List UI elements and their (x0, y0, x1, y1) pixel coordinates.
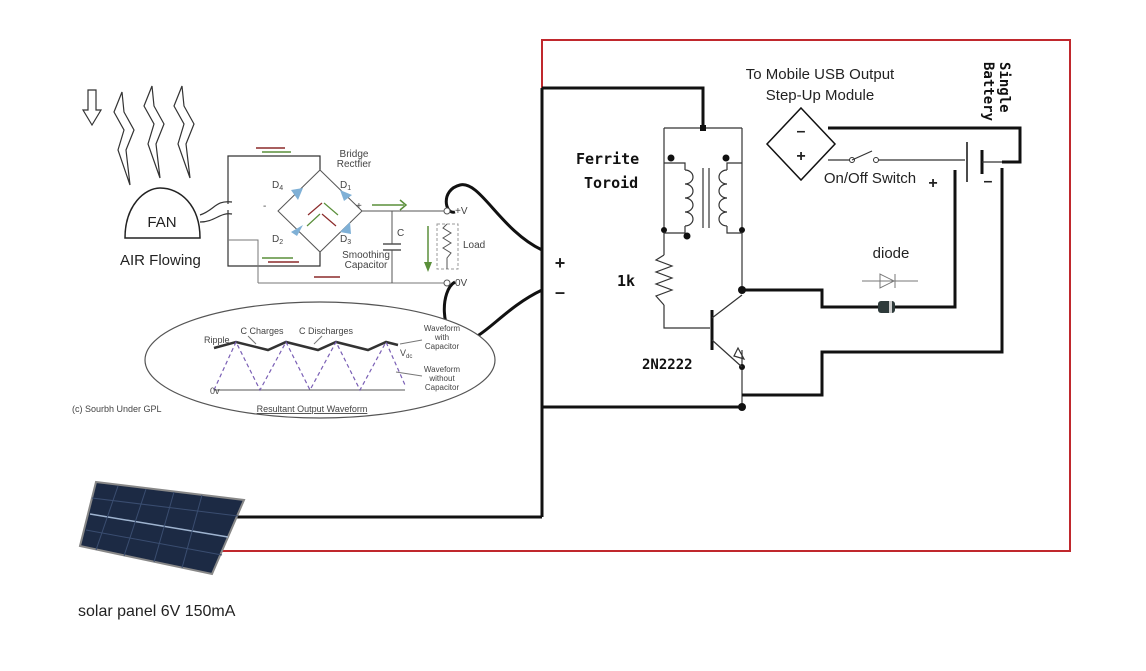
without-cap-line2: without (428, 374, 455, 383)
vdc-label: Vdc (400, 348, 412, 360)
battery-plus-sign: + (928, 175, 937, 192)
with-cap-line3: Capacitor (425, 342, 460, 351)
rectifier-minus-sign: - (263, 201, 266, 212)
capacitor-c-label: C (397, 228, 404, 239)
battery-label-line2: Battery (980, 62, 996, 122)
diode-label: diode (873, 245, 910, 262)
resistor-label: 1k (617, 272, 635, 290)
c-discharges-label: C Discharges (299, 326, 354, 336)
solar-panel-label: solar panel 6V 150mA (78, 603, 236, 620)
smoothing-label-line1: Smoothing (342, 250, 390, 261)
c-charges-label: C Charges (240, 326, 284, 336)
diode-component (878, 301, 895, 313)
input-plus-sign: + (555, 253, 566, 273)
battery-label-line1: Single (996, 62, 1012, 113)
rectifier-plus-sign: + (356, 201, 362, 212)
d1-label: D1 (340, 180, 351, 192)
ferrite-transformer (664, 154, 742, 240)
d3-label: D3 (340, 234, 351, 246)
zero-v-label: 0V (455, 278, 468, 289)
wind-gust-icons (113, 85, 195, 186)
rectifier-labels: Bridge Rectfier D4 D1 D2 D3 - + C Smooth… (263, 149, 485, 289)
with-cap-line2: with (434, 333, 449, 342)
input-minus-sign: – (555, 282, 565, 302)
without-cap-line1: Waveform (424, 365, 460, 374)
air-flowing-label: AIR Flowing (120, 252, 201, 269)
bridge-rectifier (227, 147, 459, 287)
resistor-1k (654, 254, 674, 306)
d4-label: D4 (272, 180, 283, 192)
on-off-switch (849, 150, 879, 163)
single-battery (966, 142, 1002, 182)
d2-label: D2 (272, 234, 283, 246)
with-cap-line1: Waveform (424, 324, 460, 333)
main-circuit-wires (232, 86, 1022, 519)
ferrite-label-line1: Ferrite (576, 150, 639, 168)
ripple-label: Ripple (204, 335, 230, 345)
switch-label: On/Off Switch (824, 170, 916, 187)
waveform-title: Resultant Output Waveform (257, 404, 368, 414)
zero-volt-label: 0v (210, 386, 220, 396)
usb-module-line2: Step-Up Module (766, 87, 874, 104)
rectifier-title-line1: Bridge (340, 149, 369, 160)
output-waveform: Ripple C Charges C Discharges Waveform w… (144, 301, 496, 419)
usb-minus-sign: – (797, 123, 806, 140)
rectifier-title-line2: Rectfier (337, 159, 372, 170)
copyright-label: (c) Sourbh Under GPL (72, 404, 162, 414)
transistor-2n2222 (710, 294, 746, 368)
battery-minus-sign: – (984, 173, 993, 190)
usb-step-up-module: – + (765, 106, 837, 182)
solar-panel (78, 480, 246, 576)
load-label: Load (463, 240, 485, 251)
vplus-label: +V (455, 206, 468, 217)
ferrite-label-line2: Toroid (584, 174, 638, 192)
fan: FAN (124, 187, 233, 239)
without-cap-line3: Capacitor (425, 383, 460, 392)
usb-plus-sign: + (796, 148, 805, 165)
air-down-arrow-icon (81, 89, 103, 127)
diode-symbol (862, 273, 918, 289)
smoothing-label-line2: Capacitor (345, 260, 388, 271)
fan-label: FAN (147, 214, 176, 231)
red-return-wire (215, 39, 1071, 552)
transistor-label: 2N2222 (642, 357, 693, 373)
usb-module-line1: To Mobile USB Output (746, 66, 895, 83)
